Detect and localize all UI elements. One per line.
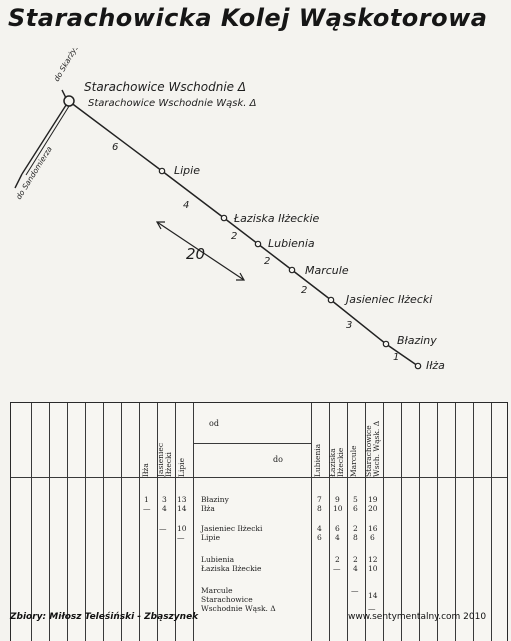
distance-starachowice-lipie: 6 <box>112 142 118 153</box>
cell: 4 <box>317 524 322 533</box>
cell: 12 <box>368 555 378 564</box>
col-header-lipie: Lipie <box>177 457 186 477</box>
cell: — <box>368 604 376 613</box>
cell: 2 <box>335 555 340 564</box>
branch-line-south-end <box>14 173 23 189</box>
station-marker-lubienia <box>254 240 262 248</box>
cell: 5 <box>353 495 358 504</box>
station-marker-lipie <box>158 167 166 175</box>
cell: 14 <box>368 591 378 600</box>
distance-marcule-jasieniec: 2 <box>301 285 307 296</box>
cell: 6 <box>317 533 322 542</box>
row-name: Lubienia <box>201 555 235 564</box>
branch-line-south <box>21 101 69 175</box>
cell: 4 <box>335 533 340 542</box>
row-name: Marcule <box>201 586 233 595</box>
station-marker-ilza <box>414 362 422 370</box>
row-name: Łaziska Iłżeckie <box>201 564 262 573</box>
cell: — <box>351 586 359 595</box>
cell: 19 <box>368 495 378 504</box>
row-name: Błaziny <box>201 495 229 504</box>
label-to-sandomierz: do Sandomierza <box>14 144 54 201</box>
distance-blaziny-ilza: 1 <box>393 352 399 363</box>
station-marker-starachowice <box>63 95 75 107</box>
station-name-marcule: Marcule <box>305 264 349 277</box>
cell: 14 <box>177 504 187 513</box>
scale-arrow-line <box>156 221 245 281</box>
cell: 10 <box>368 564 378 573</box>
cell: 4 <box>162 504 167 513</box>
cell: 10 <box>177 524 187 533</box>
station-name-laziska: Łaziska Iłżeckie <box>233 212 320 225</box>
footer-website: www.sentymentalny.com 2010 <box>348 612 487 622</box>
branch-line-south-2 <box>25 102 72 176</box>
row-name: Wschodnie Wąsk. Δ <box>201 604 276 613</box>
station-name-ilza: Iłża <box>426 359 445 372</box>
main-line <box>69 101 419 367</box>
distance-lipie-laziska: 4 <box>183 200 189 211</box>
row-name: Lipie <box>201 533 221 542</box>
scale-arrow-head-left <box>155 221 165 230</box>
cell: 9 <box>335 495 340 504</box>
cell: 8 <box>353 533 358 542</box>
row-name: Jasieniec Iłżecki <box>201 524 263 533</box>
col-header-ilza: Iłża <box>141 463 150 477</box>
scale-label: 20 <box>186 245 205 263</box>
to-label: do <box>273 455 283 464</box>
cell: 10 <box>333 504 343 513</box>
row-name: Starachowice <box>201 595 253 604</box>
label-to-skarzysko: do Skarżyska Kamiennej <box>52 48 106 83</box>
cell: 7 <box>317 495 322 504</box>
cell: 6 <box>335 524 340 533</box>
cell: 20 <box>368 504 378 513</box>
distance-lubienia-marcule: 2 <box>264 256 270 267</box>
cell: 2 <box>353 555 358 564</box>
map-title: Starachowicka Kolej Wąskotorowa <box>8 4 488 32</box>
station-marker-jasieniec <box>327 296 335 304</box>
scale-arrow-head-right <box>236 272 246 281</box>
distance-timetable: Iłża Jasieniec Iłżecki Lipie od do Lubie… <box>10 402 508 641</box>
cell: 8 <box>317 504 322 513</box>
cell: — <box>159 524 167 533</box>
col-header-laziska: Łaziska Iłżeckie <box>328 447 345 477</box>
cell: 13 <box>177 495 187 504</box>
cell: 4 <box>353 564 358 573</box>
cell: — <box>177 533 185 542</box>
col-header-starachowice-wasktorowa: Starachowice Wsch. Wąsk. Δ <box>364 420 381 477</box>
from-label: od <box>209 419 219 428</box>
cell: — <box>333 564 341 573</box>
cell: 2 <box>353 524 358 533</box>
cell: 3 <box>162 495 167 504</box>
station-name-starachowice-wasktorowa: Starachowice Wschodnie Wąsk. Δ <box>88 98 257 109</box>
footer-credit: Zbiory: Miłosz Teleśiński - Zbąszynek <box>10 612 199 622</box>
station-marker-laziska <box>220 214 228 222</box>
station-name-blaziny: Błaziny <box>397 334 437 347</box>
cell: — <box>143 504 151 513</box>
col-header-jasieniec: Jasieniec Iłżecki <box>156 442 173 477</box>
station-name-lubienia: Lubienia <box>268 237 315 250</box>
col-header-marcule: Marcule <box>349 445 358 477</box>
distance-laziska-lubienia: 2 <box>231 231 237 242</box>
row-name: Iłża <box>201 504 215 513</box>
distance-jasieniec-blaziny: 3 <box>346 320 352 331</box>
cell: 16 <box>368 524 378 533</box>
station-marker-marcule <box>288 266 296 274</box>
col-header-lubienia: Lubienia <box>313 443 322 477</box>
railway-route-map: do Skarżyska Kamiennej do Sandomierza St… <box>14 48 445 372</box>
station-name-lipie: Lipie <box>174 164 200 177</box>
cell: 1 <box>144 495 149 504</box>
station-name-jasieniec: Jasieniec Iłżecki <box>344 293 432 306</box>
station-name-starachowice-wschodnie: Starachowice Wschodnie Δ <box>84 80 246 94</box>
cell: 6 <box>370 533 375 542</box>
cell: 6 <box>353 504 358 513</box>
station-marker-blaziny <box>382 340 390 348</box>
